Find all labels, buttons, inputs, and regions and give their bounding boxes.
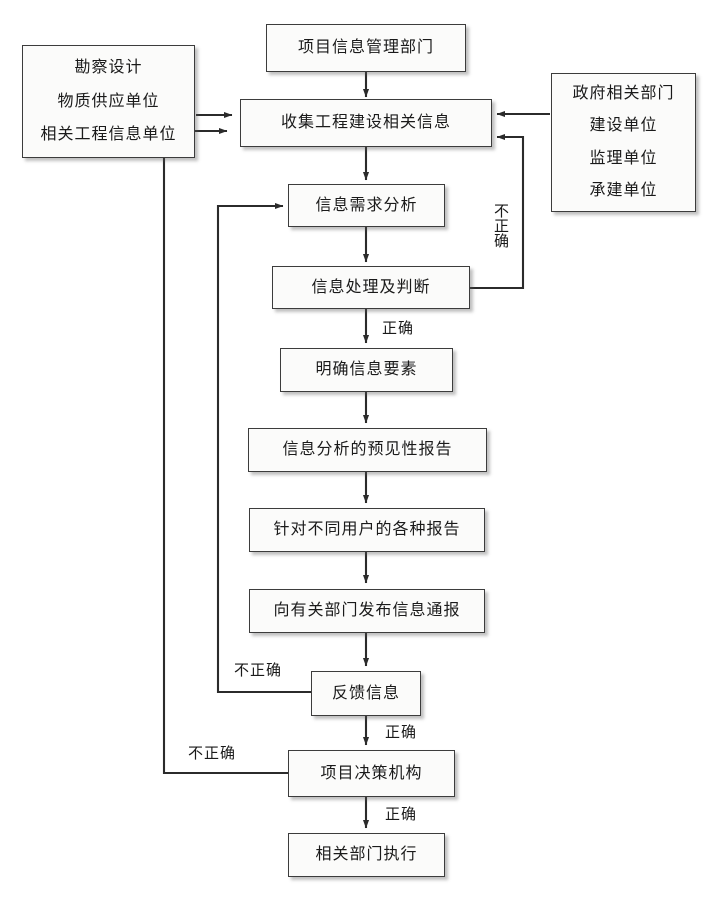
node-decision-body[interactable]: 项目决策机构 xyxy=(288,750,455,797)
node-sources-right-line-4: 承建单位 xyxy=(589,181,658,199)
node-sources-left-line-3: 相关工程信息单位 xyxy=(40,126,177,144)
node-publish-bulletin[interactable]: 向有关部门发布信息通报 xyxy=(249,589,485,633)
edge-label-correct-process: 正确 xyxy=(382,321,415,337)
node-sources-right-line-1: 政府相关部门 xyxy=(572,85,675,103)
edge-label-incorrect-decision: 不正确 xyxy=(188,746,237,762)
node-feedback-info-label: 反馈信息 xyxy=(331,684,400,702)
node-departments-execute-label: 相关部门执行 xyxy=(315,846,418,863)
node-decision-body-label: 项目决策机构 xyxy=(320,764,423,782)
node-sources-left[interactable]: 勘察设计 物质供应单位 相关工程信息单位 xyxy=(22,45,195,158)
edge-label-incorrect-process-loop: 不正确 xyxy=(492,203,508,248)
edge-label-incorrect-feedback: 不正确 xyxy=(234,663,283,679)
node-sources-left-line-2: 物质供应单位 xyxy=(57,92,160,110)
node-define-info-elements[interactable]: 明确信息要素 xyxy=(280,348,453,392)
node-sources-right[interactable]: 政府相关部门 建设单位 监理单位 承建单位 xyxy=(551,73,696,212)
node-predictive-report[interactable]: 信息分析的预见性报告 xyxy=(248,428,487,472)
node-process-and-judge-label: 信息处理及判断 xyxy=(311,278,431,296)
edge-label-correct-feedback: 正确 xyxy=(385,725,418,741)
node-sources-right-line-3: 监理单位 xyxy=(589,149,658,167)
node-sources-right-line-2: 建设单位 xyxy=(589,117,658,135)
node-demand-analysis-label: 信息需求分析 xyxy=(315,196,418,214)
node-feedback-info[interactable]: 反馈信息 xyxy=(311,671,421,716)
node-collect-construction-info-label: 收集工程建设相关信息 xyxy=(280,114,451,131)
node-user-reports[interactable]: 针对不同用户的各种报告 xyxy=(249,508,485,552)
node-predictive-report-label: 信息分析的预见性报告 xyxy=(282,441,453,458)
node-user-reports-label: 针对不同用户的各种报告 xyxy=(273,521,461,538)
node-collect-construction-info[interactable]: 收集工程建设相关信息 xyxy=(240,99,492,147)
node-departments-execute[interactable]: 相关部门执行 xyxy=(288,833,445,877)
node-info-management-dept[interactable]: 项目信息管理部门 xyxy=(266,24,466,72)
edge-label-correct-decision: 正确 xyxy=(385,807,418,823)
node-sources-left-line-1: 勘察设计 xyxy=(74,58,143,76)
node-process-and-judge[interactable]: 信息处理及判断 xyxy=(272,266,470,309)
node-define-info-elements-label: 明确信息要素 xyxy=(315,361,418,378)
node-info-management-dept-label: 项目信息管理部门 xyxy=(297,39,434,56)
node-demand-analysis[interactable]: 信息需求分析 xyxy=(288,184,445,227)
node-publish-bulletin-label: 向有关部门发布信息通报 xyxy=(273,602,461,619)
